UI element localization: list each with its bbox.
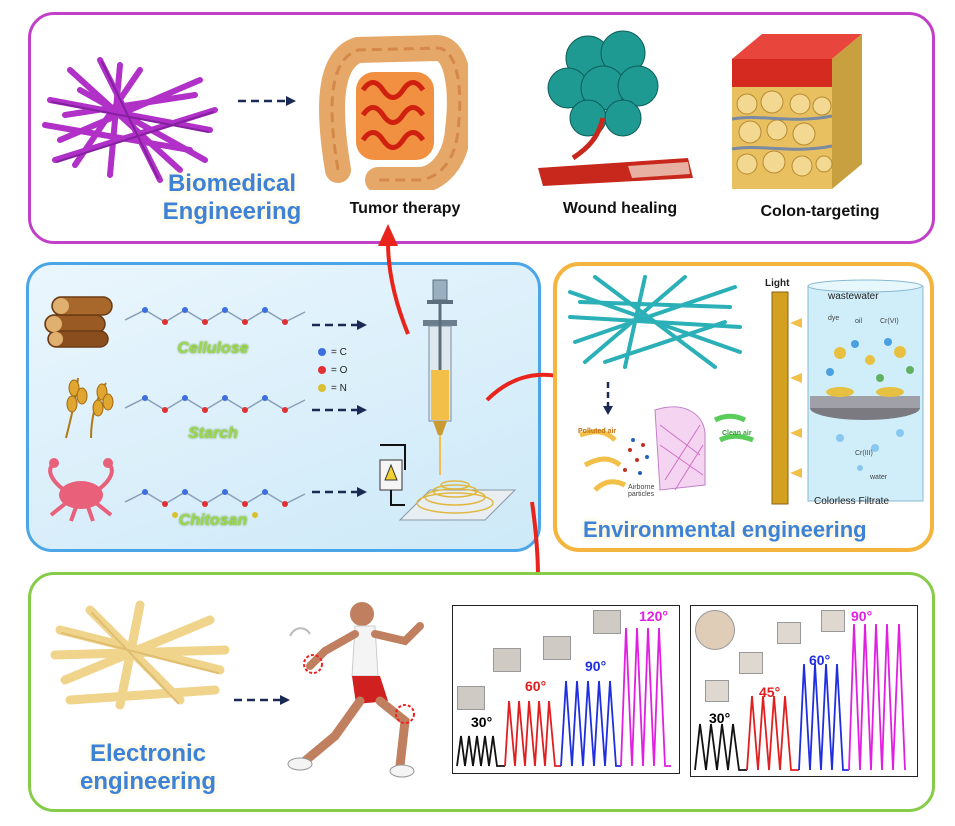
atom-legend: = C = O = N <box>318 343 347 397</box>
electrospinning-setup <box>379 279 517 521</box>
oil-label: oil <box>855 318 863 325</box>
cr3-label: Cr(III) <box>855 450 873 457</box>
legend-carbon: = C <box>318 343 347 361</box>
water-filtration-illustration <box>771 279 924 505</box>
wound-healing-illustration <box>538 30 693 186</box>
legend-nitrogen: = N <box>318 379 347 397</box>
cellulose-label: Cellulose <box>177 340 249 357</box>
biomedical-title: Biomedical Engineering <box>162 170 302 226</box>
red-arrow-up <box>378 224 410 335</box>
legend-nitrogen-label: = N <box>331 382 347 394</box>
electronic-title-line1: Electronic <box>89 740 207 767</box>
knee-photo <box>695 610 735 650</box>
legend-oxygen-label: = O <box>331 364 348 376</box>
electronic-title: Electronic engineering <box>78 740 218 796</box>
dashed-arrow-icon <box>238 96 296 106</box>
chart1-angle-120: 120° <box>639 608 668 624</box>
chart1-angle-90: 90° <box>585 658 607 674</box>
chitosan-label: Chitosan <box>178 512 248 529</box>
wastewater-label: wastewater <box>828 291 879 302</box>
dye-label: dye <box>828 315 840 322</box>
yellow-nanofiber-mat <box>50 600 230 710</box>
colon-tissue-illustration <box>731 34 862 189</box>
wheat-icon <box>65 377 114 439</box>
signal-traces-1 <box>456 627 671 767</box>
finger-photo-90 <box>543 636 571 660</box>
strain-signal-chart-2: 30° 45° 60° 90° <box>690 605 918 777</box>
crab-icon <box>48 458 114 522</box>
oxygen-dot-icon <box>318 366 326 374</box>
finger-photo-2-60 <box>777 622 801 644</box>
colon-targeting-caption: Colon-targeting <box>760 203 880 220</box>
strain-signal-chart-1: 30° 60° 90° 120° <box>452 605 680 774</box>
runner-illustration <box>287 602 424 778</box>
finger-photo-2-45 <box>739 652 763 674</box>
air-filtration-illustration <box>579 406 754 492</box>
finger-photo-120 <box>593 610 621 634</box>
light-label: Light <box>765 278 790 289</box>
chart2-angle-45: 45° <box>759 684 781 700</box>
water-label: water <box>870 474 888 481</box>
colorless-filtrate-label: Colorless Filtrate <box>814 496 890 507</box>
wound-healing-caption: Wound healing <box>562 200 678 217</box>
chart2-angle-90: 90° <box>851 608 873 624</box>
chart2-angle-60: 60° <box>809 652 831 668</box>
airborne-particles-label: Airborne particles <box>628 484 655 498</box>
finger-photo-2-90 <box>821 610 845 632</box>
electronic-title-line2: engineering <box>79 768 217 795</box>
legend-carbon-label: = C <box>331 346 347 358</box>
nitrogen-dot-icon <box>318 384 326 392</box>
clean-air-label: Clean air <box>722 430 752 437</box>
legend-oxygen: = O <box>318 361 347 379</box>
chart2-angle-30: 30° <box>709 710 731 726</box>
finger-photo-2-30 <box>705 680 729 702</box>
starch-label: Starch <box>188 425 238 442</box>
finger-photo-60 <box>493 648 521 672</box>
polluted-air-label: Polluted air <box>578 428 617 435</box>
crvi-label: Cr(VI) <box>880 318 899 325</box>
carbon-dot-icon <box>318 348 326 356</box>
dashed-arrows-center <box>312 320 367 497</box>
teal-nanofiber-mat <box>568 275 742 369</box>
dashed-arrow-electronic-icon <box>234 695 290 705</box>
wood-logs-icon <box>44 296 113 348</box>
purple-nanofiber-mat <box>42 57 218 183</box>
dashed-down-arrow-icon <box>603 382 613 415</box>
chart1-angle-60: 60° <box>525 678 547 694</box>
environmental-title: Environmental engineering <box>583 517 867 542</box>
chart1-angle-30: 30° <box>471 714 493 730</box>
tumor-therapy-caption: Tumor therapy <box>349 200 461 217</box>
finger-photo-30 <box>457 686 485 710</box>
biomedical-title-line1: Biomedical <box>167 170 297 197</box>
biomedical-title-line2: Engineering <box>162 198 302 225</box>
intestine-illustration <box>319 34 468 190</box>
polysaccharide-chains <box>124 307 306 518</box>
signal-traces-2 <box>694 623 906 771</box>
